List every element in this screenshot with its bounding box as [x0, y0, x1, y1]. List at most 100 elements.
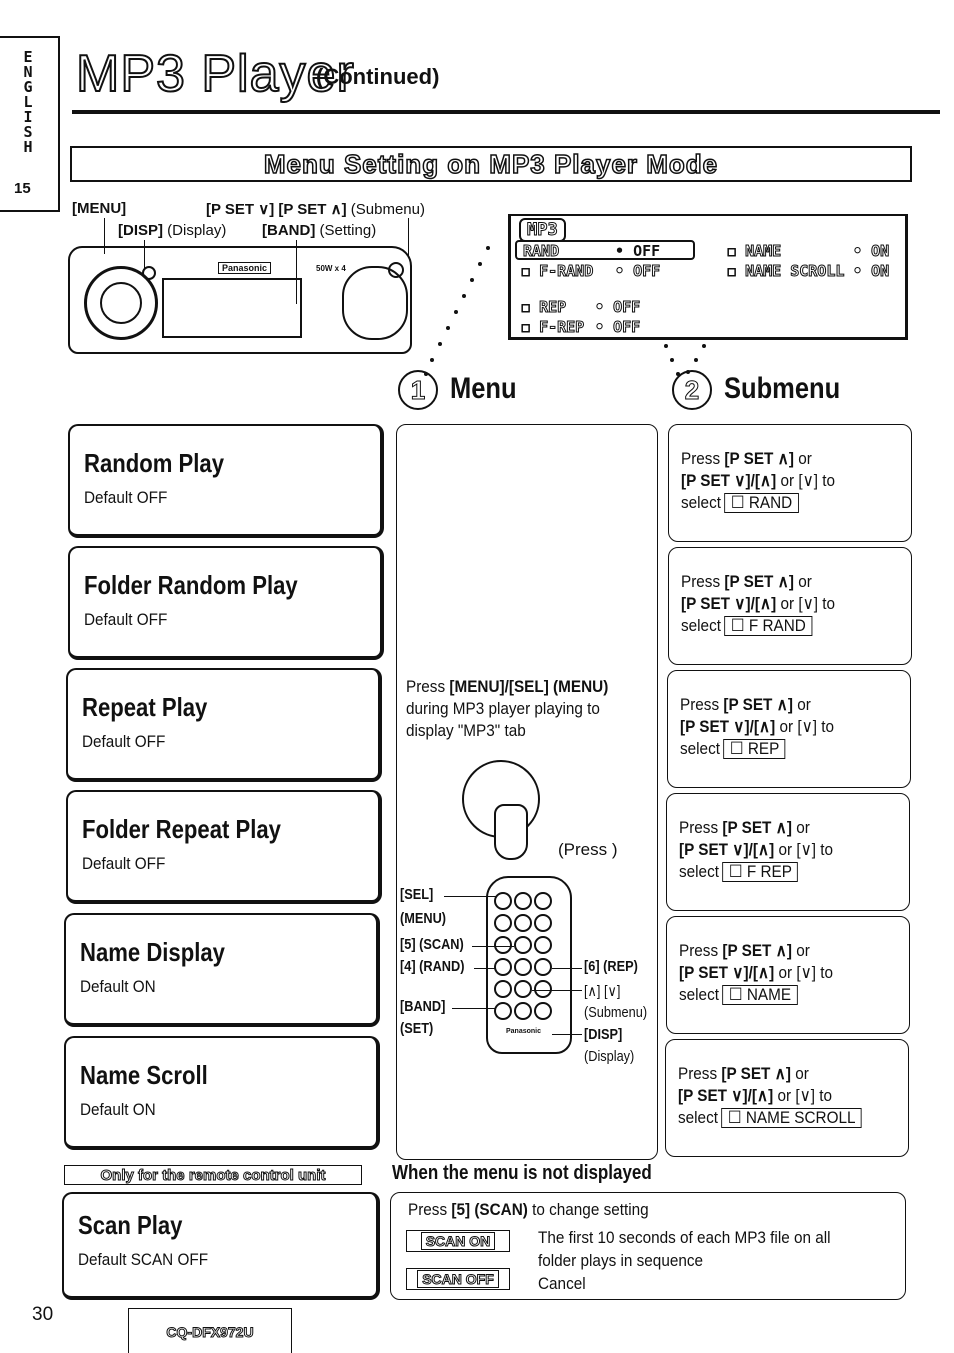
remote-up-button-icon — [514, 980, 532, 998]
leader-line — [532, 990, 582, 991]
lcd-row-name-scroll: ☐ NAME SCROLL — [726, 262, 845, 281]
remote-label-updown: [∧] [∨] — [584, 983, 621, 1000]
submenu-item: ☐ REP — [723, 739, 786, 759]
lcd-row-name: ☐ NAME — [726, 242, 782, 261]
remote-button-icon — [534, 936, 552, 954]
feature-default: Default ON — [80, 977, 156, 996]
feature-folder-repeat-play: Folder Repeat Play Default OFF — [66, 790, 382, 904]
remote-control-illustration — [486, 876, 572, 1054]
feature-title: Name Scroll — [80, 1060, 208, 1090]
label-disp: [DISP] (Display) — [118, 222, 227, 239]
submenu-item: ☐ F RAND — [724, 616, 813, 636]
lcd-row-rep: ☐ REP — [520, 298, 567, 317]
model-number-box: CQ-DFX972U — [128, 1308, 292, 1353]
remote-sel-button-icon — [494, 892, 512, 910]
remote-brand: Panasonic — [506, 1028, 542, 1035]
head-unit-illustration — [68, 246, 412, 354]
label-band: [BAND] (Setting) — [262, 222, 377, 239]
head-unit-display — [162, 278, 302, 338]
submenu-step-frep: Press [P SET ∧] or [P SET ∨]/[∧] or [∨] … — [666, 793, 910, 911]
feature-default: Default OFF — [84, 610, 168, 629]
feature-repeat-play: Repeat Play Default OFF — [66, 668, 382, 782]
feature-default: Default SCAN OFF — [78, 1250, 209, 1269]
feature-default: Default OFF — [84, 488, 168, 507]
lcd-row-frand: ☐ F-RAND — [520, 262, 594, 281]
remote-label-submenu: (Submenu) — [584, 1004, 648, 1021]
remote-label-scan: [5] (SCAN) — [400, 936, 464, 953]
label-menu: [MENU] — [72, 200, 127, 217]
remote-button-icon — [494, 936, 512, 954]
remote-only-banner: Only for the remote control unit — [64, 1165, 362, 1185]
scan-on-badge: SCAN ON — [406, 1230, 510, 1252]
remote-down-button-icon — [514, 1002, 532, 1020]
leader-line — [552, 1034, 582, 1035]
pressing-finger-icon — [494, 804, 528, 860]
submenu-item: ☐ NAME SCROLL — [721, 1108, 862, 1128]
scan-on-description: The first 10 seconds of each MP3 file on… — [538, 1228, 831, 1270]
remote-label-band: [BAND] — [400, 998, 446, 1015]
menu-heading: Menu — [450, 372, 517, 405]
submenu-item: ☐ F REP — [722, 862, 799, 882]
submenu-step-name-scroll: Press [P SET ∧] or [P SET ∨]/[∧] or [∨] … — [665, 1039, 909, 1157]
submenu-number-badge: 2 — [672, 370, 712, 410]
submenu-step-frand: Press [P SET ∧] or [P SET ∨]/[∧] or [∨] … — [668, 547, 912, 665]
scan-instruction: Press [5] (SCAN) to change setting — [408, 1200, 649, 1219]
submenu-step-rand: Press [P SET ∧] or [P SET ∨]/[∧] or [∨] … — [668, 424, 912, 542]
page-number: 30 — [32, 1304, 54, 1325]
submenu-heading: Submenu — [724, 372, 841, 405]
lcd-screen: MP3 RAND • OFF ☐ F-RAND • OFF ☐ REP • OF… — [508, 214, 908, 340]
remote-label-rand: [4] (RAND) — [400, 958, 465, 975]
remote-scan-button-icon — [514, 936, 532, 954]
remote-button-icon — [494, 980, 512, 998]
title-rule — [72, 110, 940, 114]
disp-button-icon — [142, 266, 156, 280]
remote-button-icon — [534, 914, 552, 932]
remote-button-icon — [514, 892, 532, 910]
remote-label-disp: [DISP] — [584, 1026, 623, 1043]
lcd-row-rep-value: • OFF — [594, 298, 641, 317]
when-not-displayed-box — [390, 1192, 906, 1300]
remote-band-button-icon — [494, 1002, 512, 1020]
submenu-step-rep: Press [P SET ∧] or [P SET ∨]/[∧] or [∨] … — [667, 670, 911, 788]
band-button-icon — [388, 262, 404, 278]
remote-disp-button-icon — [534, 1002, 552, 1020]
feature-title: Folder Random Play — [84, 570, 298, 600]
remote-menu-button-icon — [494, 914, 512, 932]
feature-title: Random Play — [84, 448, 225, 478]
remote-button-icon — [514, 958, 532, 976]
leader-line — [296, 240, 297, 304]
submenu-step-name: Press [P SET ∧] or [P SET ∨]/[∧] or [∨] … — [666, 916, 910, 1034]
feature-name-display: Name Display Default ON — [64, 913, 380, 1027]
remote-label-set: (SET) — [400, 1020, 434, 1037]
leader-line — [104, 218, 105, 254]
leader-line — [452, 1008, 496, 1009]
when-not-displayed-title: When the menu is not displayed — [392, 1162, 652, 1184]
label-pset: [P SET ∨] [P SET ∧] (Submenu) — [206, 201, 425, 218]
remote-label-sel: [SEL] — [400, 886, 434, 903]
head-unit-brand: Panasonic — [218, 262, 272, 274]
remote-button-icon — [534, 892, 552, 910]
scan-off-badge: SCAN OFF — [406, 1268, 510, 1290]
feature-title: Name Display — [80, 937, 225, 967]
submenu-item: ☐ NAME — [722, 985, 798, 1005]
submenu-item: ☐ RAND — [724, 493, 799, 513]
leader-line — [408, 218, 409, 258]
remote-label-menu: (MENU) — [400, 910, 447, 927]
menu-number-badge: 1 — [398, 370, 438, 410]
feature-default: Default OFF — [82, 854, 166, 873]
remote-button-icon — [534, 980, 552, 998]
section-banner: Menu Setting on MP3 Player Mode — [70, 146, 912, 182]
volume-knob-icon — [84, 266, 158, 340]
remote-rep-button-icon — [534, 958, 552, 976]
lcd-highlight — [515, 240, 695, 260]
head-unit-power: 50W x 4 — [316, 264, 346, 273]
scan-off-description: Cancel — [538, 1274, 586, 1293]
lcd-row-name-value: • ON — [852, 242, 890, 261]
leader-line — [474, 968, 496, 969]
lcd-row-rand-value: • OFF — [615, 242, 661, 260]
feature-folder-random-play: Folder Random Play Default OFF — [68, 546, 384, 660]
remote-rand-button-icon — [494, 958, 512, 976]
remote-label-display: (Display) — [584, 1048, 635, 1065]
lcd-tab: MP3 — [519, 218, 566, 242]
pset-rocker-icon — [342, 266, 408, 340]
